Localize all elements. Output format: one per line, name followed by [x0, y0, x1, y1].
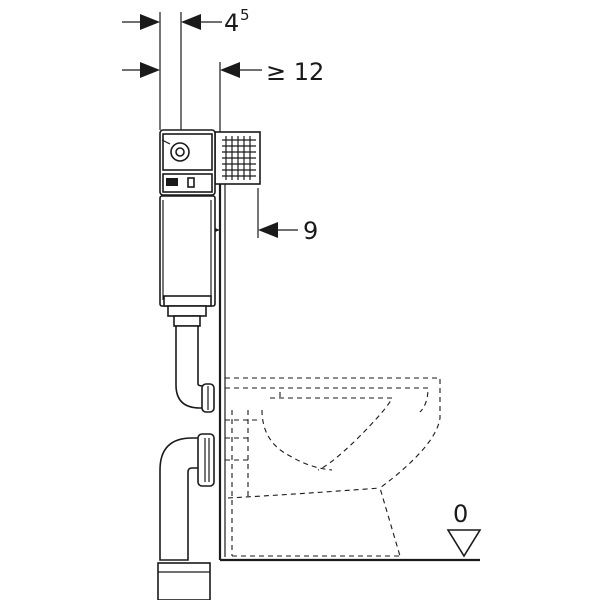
dimension-top-offset: 4 5 [122, 6, 250, 145]
connector-sleeve [173, 315, 201, 327]
floor-level-label: 0 [453, 500, 468, 528]
flush-bend-pipe [175, 325, 205, 409]
frame-bracket [214, 131, 261, 185]
dimension-label: ≥ 12 [266, 58, 324, 86]
cistern-bottom-band [163, 295, 212, 307]
dimension-value: 4 [224, 9, 239, 37]
actuator-badge [166, 178, 178, 186]
drain-pipe-end [157, 562, 211, 600]
floor-level-triangle [446, 529, 482, 558]
bowl-trap-curve [261, 409, 333, 471]
bowl-basin [270, 397, 393, 471]
drain-bend-pipe [159, 437, 201, 561]
arrow-left [258, 222, 278, 238]
arrow-right [140, 14, 160, 30]
dimension-label: 9 [303, 217, 318, 245]
cistern-head [159, 129, 216, 196]
dimension-exponent: 5 [240, 6, 250, 24]
bowl-outer-rim [225, 377, 441, 557]
bowl-base-curve [227, 487, 381, 499]
floor-level-marker: 0 [446, 500, 482, 558]
wc-bowl-outline [225, 377, 441, 557]
connector-ring [167, 305, 207, 317]
cistern-tank [159, 195, 216, 307]
arrow-right [140, 62, 160, 78]
cistern-body [159, 195, 216, 307]
dimension-wall-gap: ≥ 12 [122, 58, 324, 132]
drain-bend-lower [159, 433, 215, 561]
flush-pipe-connector [167, 305, 207, 327]
actuator-slot [187, 177, 195, 188]
flush-bend-upper [175, 325, 215, 413]
drain-pipe-stub [157, 562, 211, 600]
bowl-inner-rim [225, 387, 429, 413]
arrow-left [220, 62, 240, 78]
arrow-left [181, 14, 201, 30]
drain-bend-seal [197, 433, 215, 487]
bracket-hatching [222, 136, 256, 180]
wall-and-floor [218, 132, 480, 562]
inlet-valve-center [175, 147, 185, 157]
